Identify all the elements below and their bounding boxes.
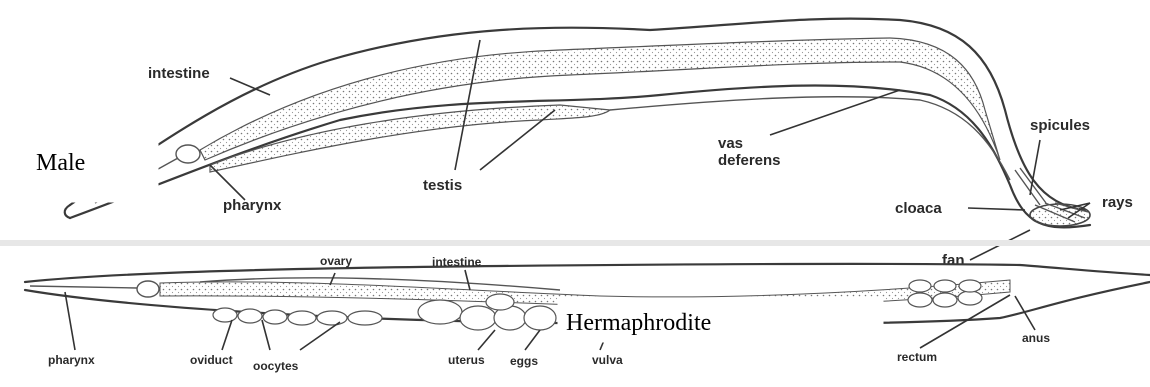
- label-herm-intestine: intestine: [432, 255, 482, 269]
- label-male-rays: rays: [1102, 194, 1133, 211]
- label-male-intestine: intestine: [148, 65, 210, 82]
- label-herm-vulva: vulva: [592, 353, 623, 367]
- male-title-box: Male: [18, 130, 158, 202]
- hermaphrodite-title: Hermaphrodite: [566, 310, 711, 336]
- label-herm-anus: anus: [1022, 331, 1050, 345]
- label-male-spicules: spicules: [1030, 117, 1090, 134]
- herm-body-upper-edge: [25, 264, 1150, 282]
- label-herm-rectum: rectum: [897, 350, 937, 364]
- male-title: Male: [36, 150, 85, 176]
- label-herm-oviduct: oviduct: [190, 353, 233, 367]
- label-herm-uterus: uterus: [448, 353, 485, 367]
- label-herm-eggs: eggs: [510, 354, 538, 368]
- label-herm-ovary: ovary: [320, 254, 352, 268]
- label-male-pharynx: pharynx: [223, 197, 282, 214]
- label-herm-oocytes: oocytes: [253, 359, 299, 373]
- male-worm-drawing: [65, 19, 1090, 228]
- label-male-vas: vas: [718, 135, 743, 152]
- label-male-testis: testis: [423, 177, 462, 194]
- label-male-cloaca: cloaca: [895, 200, 942, 217]
- label-male-deferens: deferens: [718, 152, 781, 169]
- herm-title-box: Hermaphrodite: [558, 298, 883, 342]
- panel-divider: [0, 240, 1150, 246]
- label-male-fan: fan: [942, 252, 965, 269]
- label-herm-pharynx: pharynx: [48, 353, 95, 367]
